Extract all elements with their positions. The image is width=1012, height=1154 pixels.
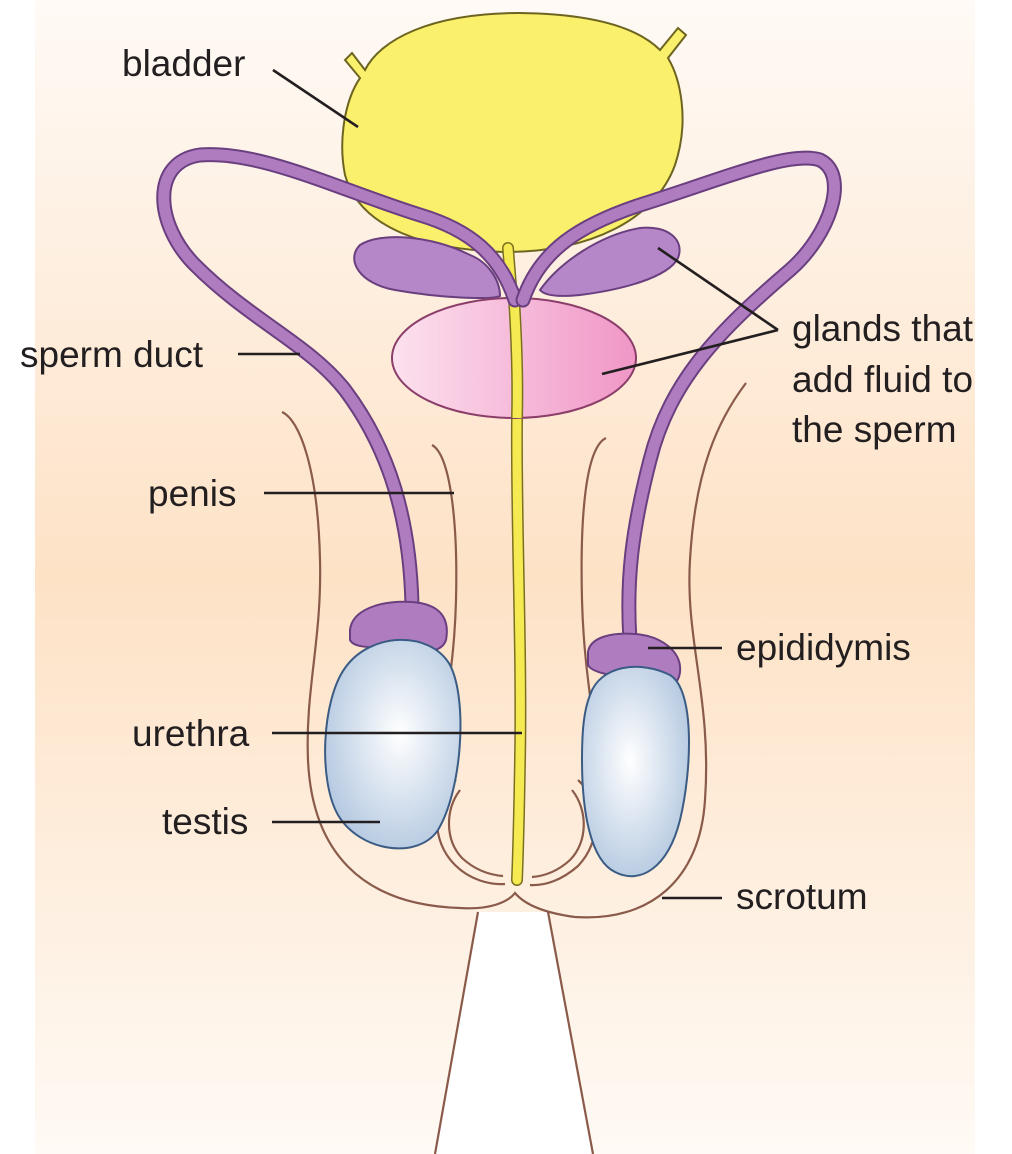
label-glands-line1: glands that — [792, 308, 974, 349]
label-epididymis: epididymis — [736, 627, 911, 668]
label-penis: penis — [148, 473, 236, 514]
label-testis: testis — [162, 801, 248, 842]
label-sperm-duct: sperm duct — [20, 334, 204, 375]
testis-left — [325, 640, 460, 849]
label-glands-line2: add fluid to — [792, 359, 973, 400]
bladder — [342, 13, 686, 252]
label-bladder: bladder — [122, 43, 245, 84]
label-scrotum: scrotum — [736, 876, 868, 917]
urethra-through-prostate — [514, 298, 517, 418]
label-urethra: urethra — [132, 713, 250, 754]
label-glands-line3: the sperm — [792, 409, 957, 450]
